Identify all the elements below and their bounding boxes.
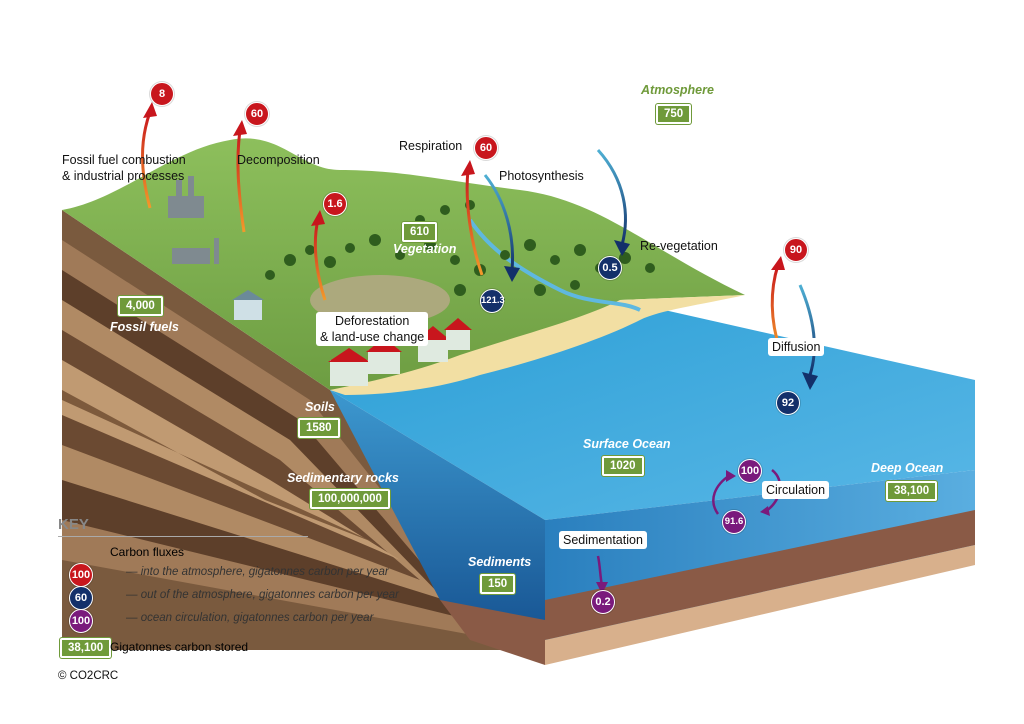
- flux-sedimentation: 0.2: [591, 590, 615, 614]
- flux-photosynthesis: 121.3: [480, 289, 505, 313]
- key-legend: KEY Carbon fluxes 100 — into the atmosph…: [58, 516, 399, 658]
- store-atmosphere: 750: [656, 104, 692, 124]
- flux-fossil-fuel: 8: [150, 82, 174, 106]
- copyright: © CO2CRC: [58, 670, 119, 682]
- store-vegetation: 610: [402, 222, 438, 242]
- ocean-block: [330, 300, 975, 665]
- store-soils: 1580: [298, 418, 340, 438]
- industrial-plant: [168, 176, 219, 264]
- label-respiration: Respiration: [399, 139, 463, 153]
- region-surface-ocean: Surface Ocean: [583, 437, 671, 451]
- label-re-vegetation: Re-vegetation: [640, 239, 718, 253]
- store-sediments: 150: [480, 574, 516, 594]
- key-text-stored: Gigatonnes carbon stored: [110, 640, 249, 654]
- label-fossil-fuel-combustion: Fossil fuel combustion & industrial proc…: [62, 152, 186, 184]
- store-surface-ocean: 1020: [602, 456, 644, 476]
- key-text-ocean: — ocean circulation, gigatonnes carbon p…: [126, 612, 374, 624]
- label-deforestation: Deforestation & land-use change: [316, 312, 429, 346]
- flux-circulation-up: 100: [738, 459, 762, 483]
- flux-decomposition: 60: [245, 102, 269, 126]
- label-sedimentation: Sedimentation: [559, 531, 647, 549]
- key-title: KEY: [58, 516, 308, 537]
- store-sedimentary-rocks: 100,000,000: [310, 489, 390, 509]
- flux-ocean-in: 92: [776, 391, 800, 415]
- label-photosynthesis: Photosynthesis: [499, 169, 584, 183]
- region-deep-ocean: Deep Ocean: [871, 461, 944, 475]
- region-vegetation: Vegetation: [393, 242, 457, 256]
- key-text-out: — out of the atmosphere, gigatonnes carb…: [126, 589, 399, 601]
- key-swatch-ocean: 100: [69, 609, 93, 633]
- region-sediments: Sediments: [468, 555, 532, 569]
- flux-ocean-out: 90: [784, 238, 808, 262]
- flux-arrows-out: [483, 148, 818, 390]
- key-swatch-stored: 38,100: [60, 638, 112, 658]
- label-decomposition: Decomposition: [237, 153, 320, 167]
- label-line: & land-use change: [320, 330, 425, 344]
- key-heading: Carbon fluxes: [110, 545, 185, 559]
- region-atmosphere: Atmosphere: [641, 83, 714, 97]
- key-swatch-out: 60: [69, 586, 93, 610]
- region-fossil-fuels: Fossil fuels: [110, 320, 179, 334]
- flux-respiration: 60: [474, 136, 498, 160]
- flux-deforestation: 1.6: [323, 192, 347, 216]
- key-text-into: — into the atmosphere, gigatonnes carbon…: [126, 566, 389, 578]
- key-swatch-into: 100: [69, 563, 93, 587]
- store-deep-ocean: 38,100: [886, 481, 938, 501]
- flux-re-vegetation: 0.5: [598, 256, 622, 280]
- store-fossil-fuels: 4,000: [118, 296, 163, 316]
- region-sedimentary-rocks: Sedimentary rocks: [287, 471, 399, 485]
- farmhouse: [232, 290, 264, 320]
- region-soils: Soils: [305, 400, 335, 414]
- label-line: Deforestation: [334, 314, 410, 328]
- label-line: Fossil fuel combustion: [62, 153, 186, 167]
- flux-circulation-down: 91.6: [722, 510, 746, 534]
- label-line: & industrial processes: [62, 169, 185, 183]
- label-circulation: Circulation: [762, 481, 830, 499]
- label-diffusion: Diffusion: [768, 338, 825, 356]
- flux-arrows-ocean: [596, 469, 782, 594]
